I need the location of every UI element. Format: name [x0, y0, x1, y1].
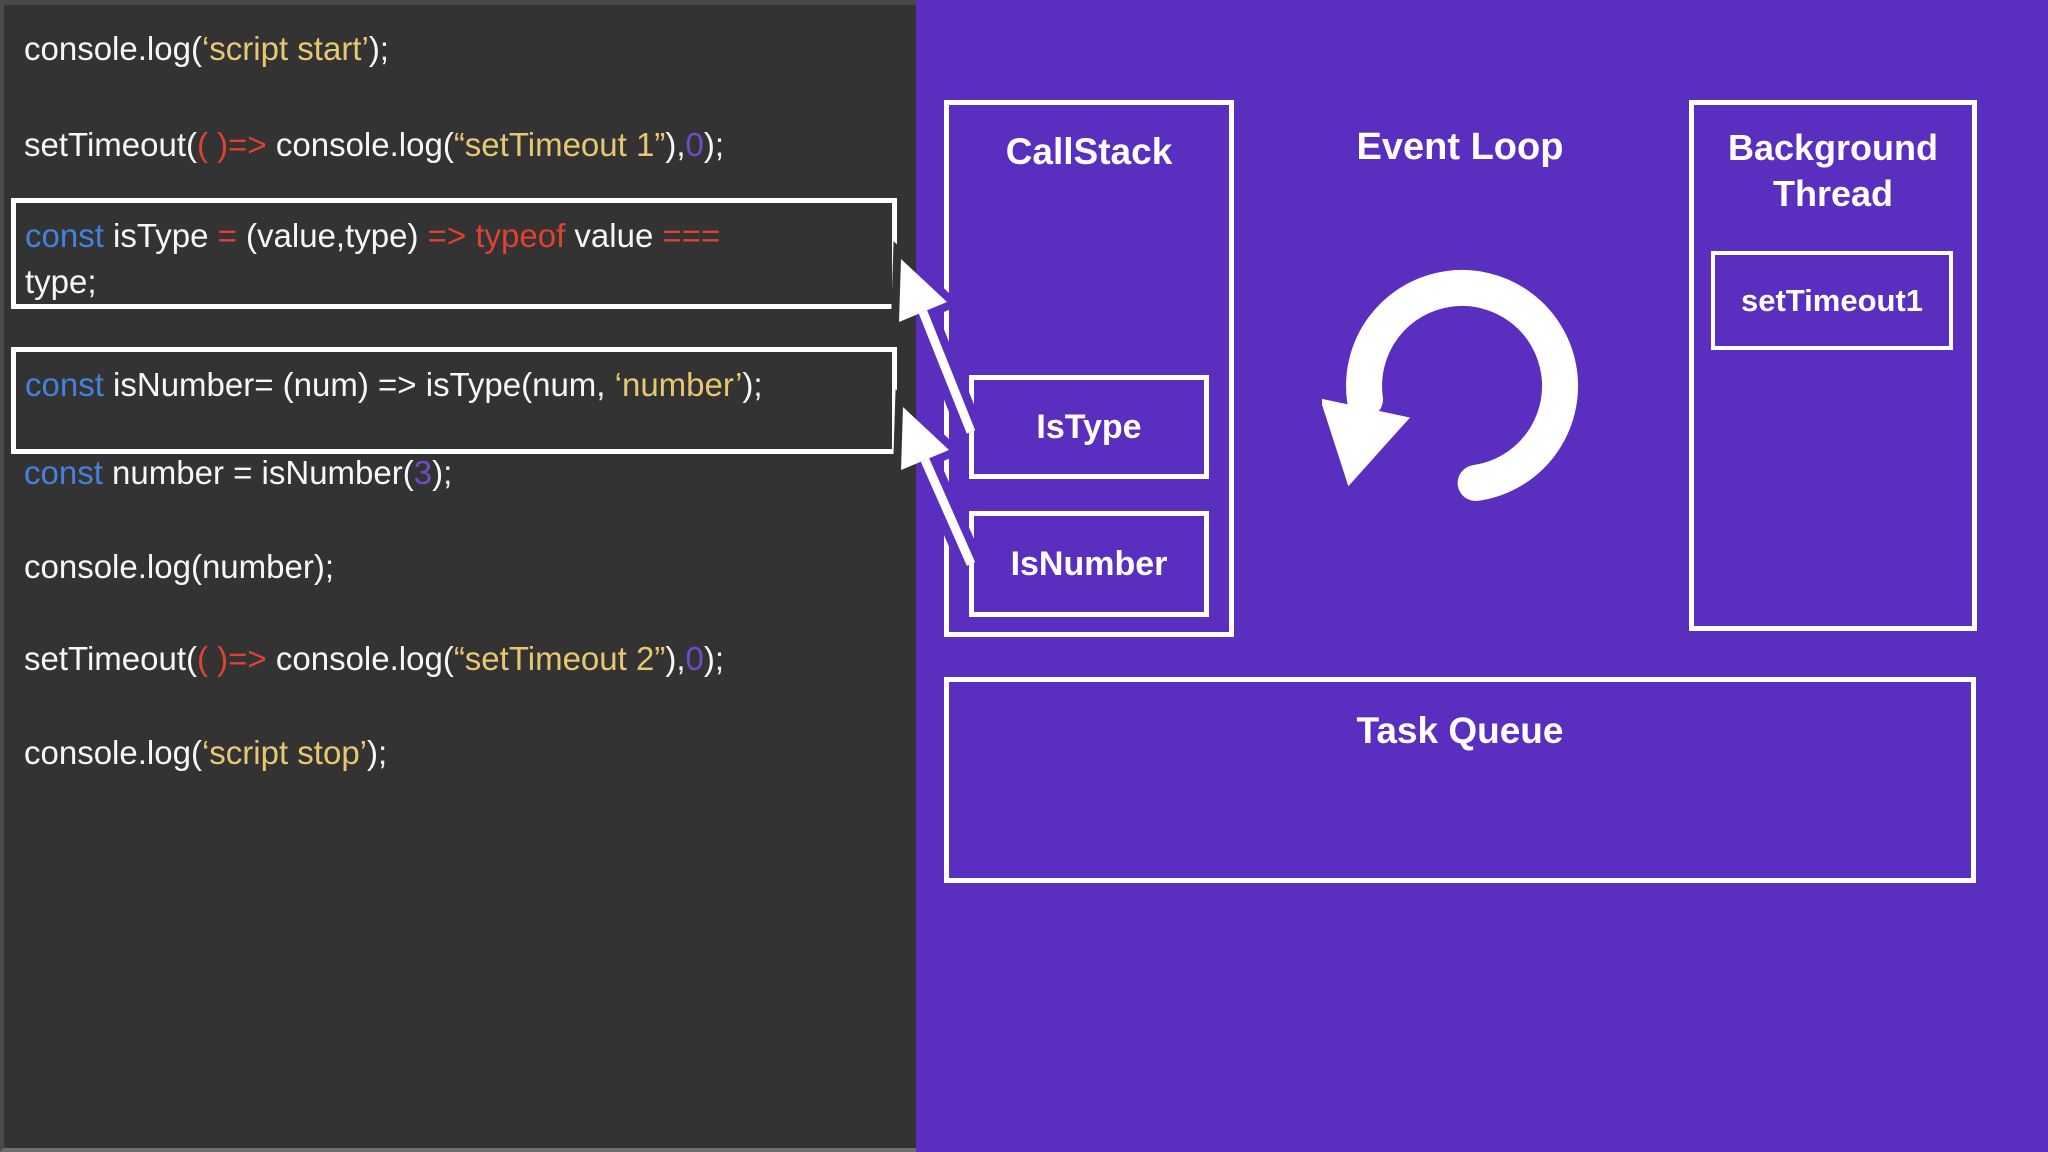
code-token: ‘script start’ — [201, 30, 369, 67]
code-line: const number = isNumber(3); — [24, 450, 892, 496]
code-token: console.log( — [24, 30, 202, 67]
code-highlight-box: const isNumber= (num) => isType(num, ‘nu… — [11, 347, 897, 454]
code-token: type; — [25, 263, 97, 300]
code-token: ( ) — [197, 126, 229, 163]
code-token: ), — [665, 640, 686, 677]
code-token: value — [565, 217, 663, 254]
code-token: ); — [703, 640, 725, 677]
code-token: console.log( — [266, 126, 454, 163]
code-line: type; — [25, 259, 892, 305]
code-block: setTimeout(( )=> console.log(“setTimeout… — [24, 636, 892, 682]
code-token: ); — [742, 366, 763, 403]
code-token: ), — [665, 126, 686, 163]
code-panel: console.log(‘script start’);setTimeout((… — [0, 0, 916, 1152]
code-line: console.log(‘script stop’); — [24, 730, 892, 776]
code-line: console.log(number); — [24, 544, 892, 590]
code-token: === — [662, 217, 721, 254]
code-block: console.log(‘script start’); — [24, 26, 892, 72]
code-token: ); — [703, 126, 725, 163]
code-token: typeof — [475, 217, 566, 254]
code-token: console.log( — [266, 640, 454, 677]
code-token: (value,type) — [236, 217, 428, 254]
code-token: ‘script stop’ — [201, 734, 368, 771]
code-token: ); — [367, 734, 388, 771]
code-token: isNumber= (num) => isType(num, — [103, 366, 615, 403]
code-token: number = isNumber( — [102, 454, 414, 491]
code-token: “setTimeout 2” — [453, 640, 666, 677]
code-token: const — [25, 366, 104, 403]
task-queue-title: Task Queue — [1356, 710, 1564, 751]
code-token: => — [228, 640, 267, 677]
code-token: ); — [432, 454, 453, 491]
frame-label: IsType — [1036, 407, 1142, 446]
rotate-counterclockwise-icon — [1322, 269, 1579, 501]
code-line: console.log(‘script start’); — [24, 26, 892, 72]
callstack-frame-isnumber: IsNumber — [969, 511, 1209, 617]
code-block: setTimeout(( )=> console.log(“setTimeout… — [24, 122, 892, 168]
item-label: setTimeout1 — [1740, 282, 1924, 318]
background-thread-item-settimeout1: setTimeout1 — [1711, 251, 1953, 350]
code-block: console.log(‘script stop’); — [24, 730, 892, 776]
code-token: ); — [368, 30, 389, 67]
code-token: setTimeout( — [24, 126, 197, 163]
code-token: “setTimeout 1” — [453, 126, 666, 163]
code-token: ( ) — [197, 640, 229, 677]
code-token: const — [25, 217, 104, 254]
code-token: ‘number’ — [614, 366, 743, 403]
event-loop-title: Event Loop — [1356, 126, 1564, 168]
code-token: setTimeout( — [24, 640, 197, 677]
code-line: const isNumber= (num) => isType(num, ‘nu… — [25, 362, 892, 408]
task-queue-box: Task Queue — [944, 677, 1976, 883]
frame-label: IsNumber — [1010, 544, 1168, 583]
code-token: = — [217, 217, 237, 254]
code-token: console.log( — [24, 734, 202, 771]
code-line: setTimeout(( )=> console.log(“setTimeout… — [24, 636, 892, 682]
code-token: 3 — [413, 454, 433, 491]
code-token: 0 — [685, 640, 704, 677]
code-block: console.log(number); — [24, 544, 892, 590]
code-token: => — [427, 217, 476, 254]
code-token: isType — [103, 217, 218, 254]
code-token: const — [24, 454, 103, 491]
callstack-frame-istype: IsType — [969, 375, 1209, 479]
background-thread-box: Background Thread — [1689, 100, 1977, 631]
code-token: => — [228, 126, 267, 163]
code-line: setTimeout(( )=> console.log(“setTimeout… — [24, 122, 892, 168]
code-highlight-box: const isType = (value,type) => typeof va… — [11, 198, 897, 309]
code-line: const isType = (value,type) => typeof va… — [25, 213, 892, 259]
code-token: 0 — [685, 126, 704, 163]
code-token: console.log(number); — [24, 548, 334, 585]
background-thread-title: Background Thread — [1727, 127, 1939, 214]
code-block: const number = isNumber(3); — [24, 450, 892, 496]
callstack-title: CallStack — [1005, 131, 1173, 172]
